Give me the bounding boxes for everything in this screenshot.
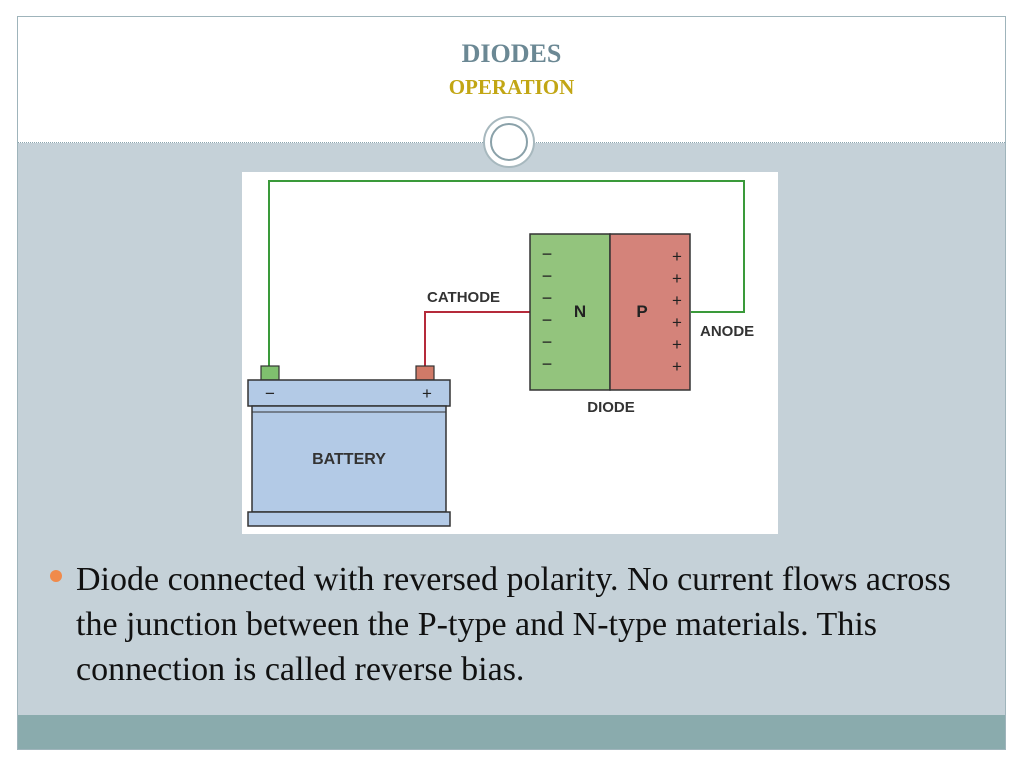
n-charge-6: − — [542, 354, 553, 374]
diode-circuit-diagram: N P − − − − − − + + + + + + CATHODE — [242, 172, 778, 534]
p-charge-1: + — [672, 247, 682, 266]
p-charge-5: + — [672, 335, 682, 354]
battery-positive-terminal — [415, 365, 435, 381]
p-charge-4: + — [672, 313, 682, 332]
diode-label: DIODE — [587, 399, 635, 416]
battery-body — [251, 405, 447, 513]
n-charge-3: − — [542, 288, 553, 308]
slide-title: DIODES — [461, 39, 562, 68]
p-region — [609, 233, 691, 391]
n-region-label: N — [574, 302, 586, 321]
n-charge-5: − — [542, 332, 553, 352]
n-charge-2: − — [542, 266, 553, 286]
n-charge-1: − — [542, 244, 553, 264]
positive-wire — [424, 311, 530, 368]
battery-negative-sign: − — [265, 384, 275, 403]
diagram-svg: N P − − − − − − + + + + + + CATHODE — [247, 180, 754, 527]
slide-subtitle: OPERATION — [448, 75, 575, 99]
divider-ornament-icon — [483, 116, 535, 168]
bullet-icon — [50, 570, 62, 582]
slide: DIODES OPERATION N P − − − − − − — [17, 16, 1006, 750]
p-charge-6: + — [672, 357, 682, 376]
negative-wire — [268, 180, 745, 368]
p-region-label: P — [636, 302, 647, 321]
p-charge-2: + — [672, 269, 682, 288]
n-charge-4: − — [542, 310, 553, 330]
battery-top-cap — [247, 379, 451, 407]
anode-label: ANODE — [700, 323, 754, 340]
divider-ornament-inner — [490, 123, 528, 161]
p-charge-3: + — [672, 291, 682, 310]
battery-base — [247, 511, 451, 527]
battery-positive-sign: + — [422, 384, 432, 403]
footer-bar — [18, 715, 1005, 749]
cathode-label: CATHODE — [427, 289, 500, 306]
battery-label: BATTERY — [312, 451, 386, 468]
battery-negative-terminal — [260, 365, 280, 381]
bullet-text: Diode connected with reversed polarity. … — [76, 561, 951, 688]
